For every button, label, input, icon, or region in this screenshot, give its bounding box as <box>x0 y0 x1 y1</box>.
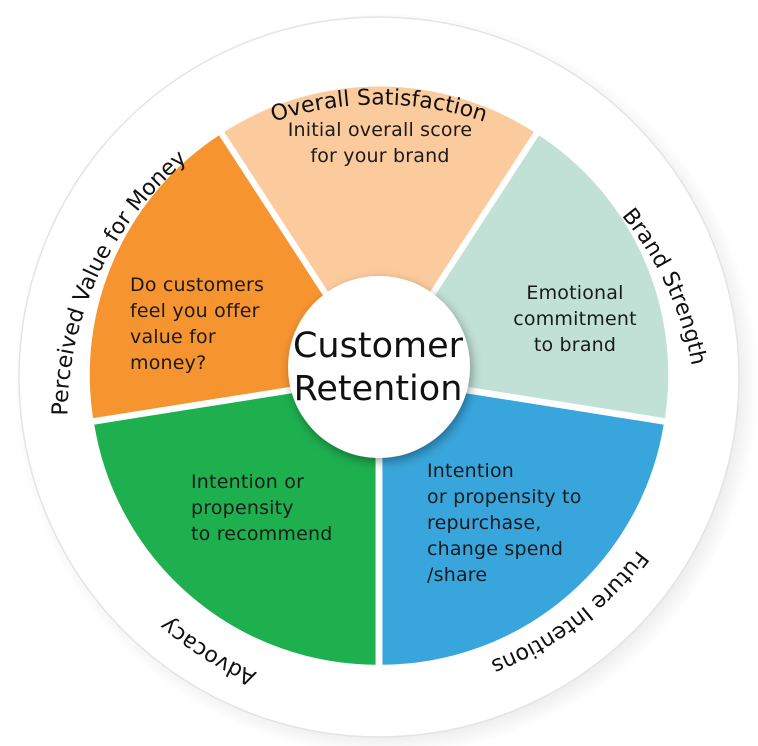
segment-wedge-future <box>379 376 668 668</box>
segment-text-advocacy: Intention or propensity to recommend <box>191 471 333 545</box>
segment-wedge-advocacy <box>90 376 379 668</box>
segment-text-brand: Emotional commitment to brand <box>513 282 637 356</box>
segment-text-future: Intention or propensity to repurchase, c… <box>427 460 582 586</box>
outer-rim-edge <box>18 16 740 738</box>
center-label: Customer Retention <box>292 326 463 409</box>
segment-text-value: Do customers feel you offer value for mo… <box>130 274 265 374</box>
center-circle <box>288 276 470 458</box>
segment-text-satisfaction: Initial overall score for your brand <box>287 119 473 167</box>
segment-wedge-satisfaction <box>220 83 538 376</box>
